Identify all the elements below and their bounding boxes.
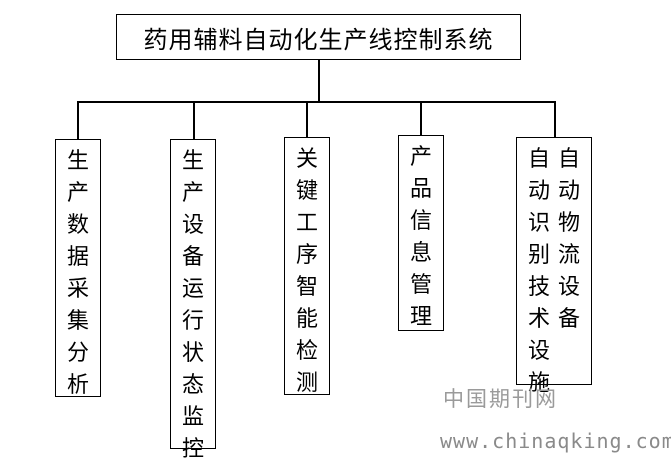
child-node-2: 生产设备运行状态监控 [170,139,216,462]
label-char: 设 [181,213,204,238]
label-char: 智 [295,275,318,300]
label-char: 数 [66,213,89,238]
child-node-label: 生产数据采集分析 [66,146,89,398]
child-connector-5 [554,101,556,137]
label-char: 能 [295,307,318,332]
child-node-3: 关键工序智能检测 [284,137,330,396]
root-node: 药用辅料自动化生产线控制系统 [116,14,521,60]
label-char: 管 [409,273,432,298]
label-char: 测 [295,371,318,396]
label-char: 产 [181,181,204,206]
label-char: 检 [295,339,318,364]
label-char: 运 [181,277,204,302]
child-node-4: 产品信息管理 [398,135,444,331]
label-char: 序 [295,243,318,268]
label-char: 备 [181,245,204,270]
label-char: 别 [527,243,550,268]
label-char: 自 [558,147,581,172]
label-char: 术 [527,307,550,332]
child-connector-4 [420,101,422,135]
label-char: 行 [181,309,204,334]
root-stem-line [318,60,320,102]
label-char: 识 [527,211,550,236]
label-char: 流 [558,243,581,268]
label-char: 监 [181,405,204,430]
label-char: 设 [527,339,550,364]
child-node-label: 自动识别技术设施 [527,144,550,396]
watermark-site-name: 中国期刊网 [443,387,558,411]
label-char: 分 [66,341,89,366]
child-connector-1 [77,101,79,139]
label-char: 息 [409,241,432,266]
label-char: 技 [527,275,550,300]
label-char: 键 [295,179,318,204]
label-char: 采 [66,277,89,302]
child-node-5: 自动识别技术设施自动物流设备 [516,137,592,396]
label-char: 生 [181,149,204,174]
child-node-1: 生产数据采集分析 [55,139,101,398]
label-char: 生 [66,149,89,174]
label-char: 信 [409,209,432,234]
label-char: 品 [409,177,432,202]
label-char: 理 [409,305,432,330]
child-connector-2 [193,101,195,139]
label-char: 自 [527,147,550,172]
label-char: 备 [558,307,581,332]
child-node-label: 自动物流设备 [558,144,580,384]
label-char: 状 [181,341,204,366]
watermark-url: www.chinaqking.com [440,429,671,453]
label-char: 动 [527,179,550,204]
child-connector-3 [306,101,308,137]
label-char: 设 [558,275,581,300]
root-node-label: 药用辅料自动化生产线控制系统 [143,25,494,54]
child-node-label: 产品信息管理 [410,142,432,330]
label-char: 据 [66,245,89,270]
label-char: 产 [66,181,89,206]
label-char: 态 [181,373,204,398]
label-char: 工 [295,211,318,236]
label-char: 关 [295,147,318,172]
label-char: 析 [66,373,89,398]
label-char: 产 [409,145,432,170]
branch-bar-line [77,101,555,103]
label-char: 控 [181,437,204,462]
child-node-label: 关键工序智能检测 [295,144,318,396]
label-char: 动 [558,179,581,204]
label-char: 集 [66,309,89,334]
label-char: 施 [527,371,550,396]
label-char: 物 [558,211,581,236]
child-node-label: 生产设备运行状态监控 [181,146,204,462]
